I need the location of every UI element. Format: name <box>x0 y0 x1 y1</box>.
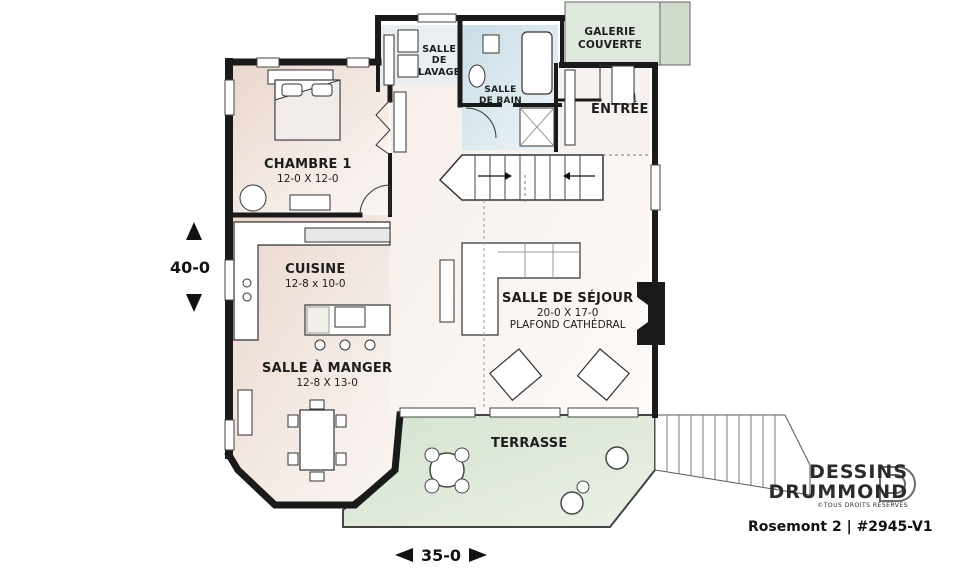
brand-block: DESSINS DRUMMOND ©TOUS DROITS RÉSERVÉS <box>769 462 908 509</box>
walls <box>224 15 658 509</box>
kitchen-dining-fill <box>229 215 400 505</box>
entree-name: ENTRÉE <box>591 102 649 117</box>
dimension-arrows <box>186 222 487 562</box>
kitchen-furniture <box>233 221 391 351</box>
salle-manger-name: SALLE À MANGER <box>262 361 393 376</box>
closet-bars <box>383 34 576 153</box>
dining-furniture <box>237 389 347 482</box>
fireplace <box>637 282 665 345</box>
chambre-1-dim: 12-0 X 12-0 <box>277 172 339 185</box>
staircase <box>438 154 650 410</box>
salle-sejour-name: SALLE DE SÉJOUR <box>502 291 634 306</box>
label-salle-sejour: SALLE DE SÉJOUR 20-0 X 17-0 PLAFOND CATH… <box>502 291 634 331</box>
label-salle-manger: SALLE À MANGER 12-8 X 13-0 <box>262 361 393 389</box>
logo-mark <box>879 466 916 502</box>
label-terrasse: TERRASSE <box>491 436 568 452</box>
windows <box>224 13 661 451</box>
dimension-width: 35-0 <box>421 546 462 565</box>
brand-rights: ©TOUS DROITS RÉSERVÉS <box>817 502 908 509</box>
label-chambre-1: CHAMBRE 1 12-0 X 12-0 <box>264 157 352 185</box>
chambre-1-name: CHAMBRE 1 <box>264 157 352 172</box>
brand-line-2: DRUMMOND <box>768 481 908 503</box>
salle-sejour-dim: 20-0 X 17-0 <box>536 306 599 319</box>
bed <box>239 69 341 212</box>
cuisine-dim: 12-8 x 10-0 <box>285 277 346 290</box>
salle-manger-dim: 12-8 X 13-0 <box>296 376 358 389</box>
label-salle-bain: SALLE DE BAIN <box>479 85 522 107</box>
galerie-couverte <box>564 1 691 66</box>
salle-sejour-note: PLAFOND CATHÉDRAL <box>509 319 626 331</box>
bath-fixtures <box>397 29 555 147</box>
doors <box>359 64 636 216</box>
dimension-depth: 40-0 <box>170 258 211 277</box>
label-galerie-couverte: GALERIE COUVERTE <box>578 26 642 51</box>
living-furniture <box>439 242 630 402</box>
plan-caption: Rosemont 2 | #2945-V1 <box>748 519 933 535</box>
label-entree: ENTRÉE <box>591 102 649 118</box>
label-cuisine: CUISINE 12-8 x 10-0 <box>285 262 346 290</box>
terrasse <box>342 414 811 528</box>
cuisine-name: CUISINE <box>285 262 346 277</box>
salle-bain-name: SALLE DE BAIN <box>479 85 522 106</box>
salle-lavage-name: SALLE DE LAVAGE <box>418 44 461 78</box>
galerie-couverte-name: GALERIE COUVERTE <box>578 26 643 51</box>
terrasse-name: TERRASSE <box>491 436 568 451</box>
label-salle-lavage: SALLE DE LAVAGE <box>418 44 460 78</box>
brand-line-1: DESSINS <box>809 461 908 483</box>
